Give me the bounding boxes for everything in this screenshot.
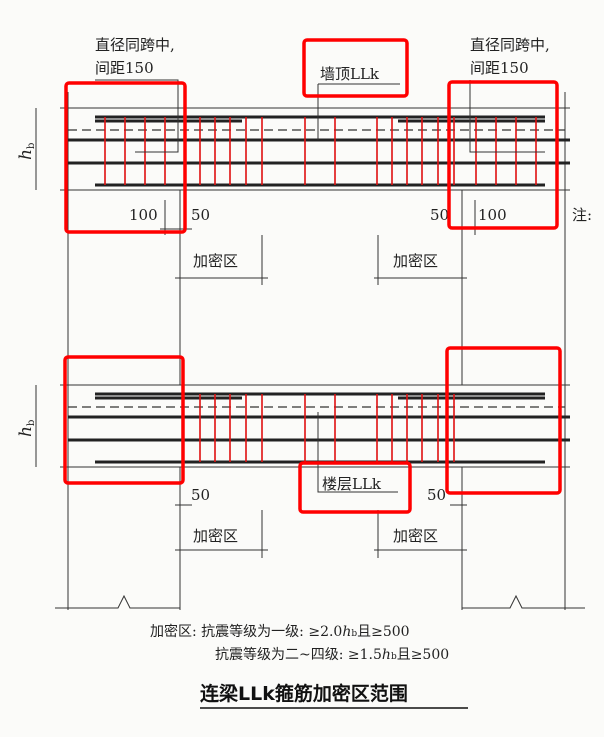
highlight-bottom-left: [63, 355, 185, 485]
highlight-top-left: [64, 81, 187, 234]
right-note-line1: 直径同跨中,: [470, 36, 550, 54]
highlight-boxes: [63, 38, 562, 514]
highlight-top-beam-label: [302, 38, 409, 98]
dense-zone-label: 加密区: [393, 252, 438, 270]
dim-100-right: 100: [478, 206, 507, 224]
highlight-top-right: [447, 80, 559, 230]
stirrups: [104, 117, 537, 462]
dim-50-left: 50: [191, 206, 210, 224]
dimension-lines: [160, 200, 482, 558]
note-line1: 加密区: 抗震等级为一级: ≥2.0hb且≥500: [150, 623, 410, 640]
dim-50-right: 50: [430, 206, 449, 224]
left-note-line2: 间距150: [95, 59, 154, 77]
top-beam-label: 墙顶LLk: [320, 65, 380, 83]
dense-zone-label: 加密区: [393, 527, 438, 545]
dense-zone-label: 加密区: [193, 527, 238, 545]
left-note-line1: 直径同跨中,: [95, 36, 175, 54]
figure-title: 连梁LLk箍筋加密区范围: [200, 682, 408, 705]
svg-text:b: b: [26, 420, 37, 426]
note-line2: 抗震等级为二~四级: ≥1.5hb且≥500: [215, 646, 449, 663]
right-note-line2: 间距150: [470, 59, 529, 77]
svg-text:h: h: [16, 426, 36, 437]
hb-label-top: hb: [16, 143, 37, 160]
longitudinal-rebars: [68, 115, 570, 464]
dim-50-bottom-left: 50: [191, 486, 210, 504]
dim-100-left: 100: [129, 206, 158, 224]
svg-text:b: b: [26, 143, 37, 149]
wall-outlines: [35, 92, 585, 610]
highlight-floor-beam-label: [298, 461, 412, 514]
svg-text:h: h: [16, 149, 36, 160]
dim-50-bottom-right: 50: [427, 486, 446, 504]
floor-beam-label: 楼层LLk: [322, 475, 382, 493]
side-note: 注:: [572, 206, 592, 224]
dense-zone-label: 加密区: [193, 252, 238, 270]
highlight-bottom-right: [445, 346, 562, 495]
hb-label-bottom: hb: [16, 420, 37, 437]
